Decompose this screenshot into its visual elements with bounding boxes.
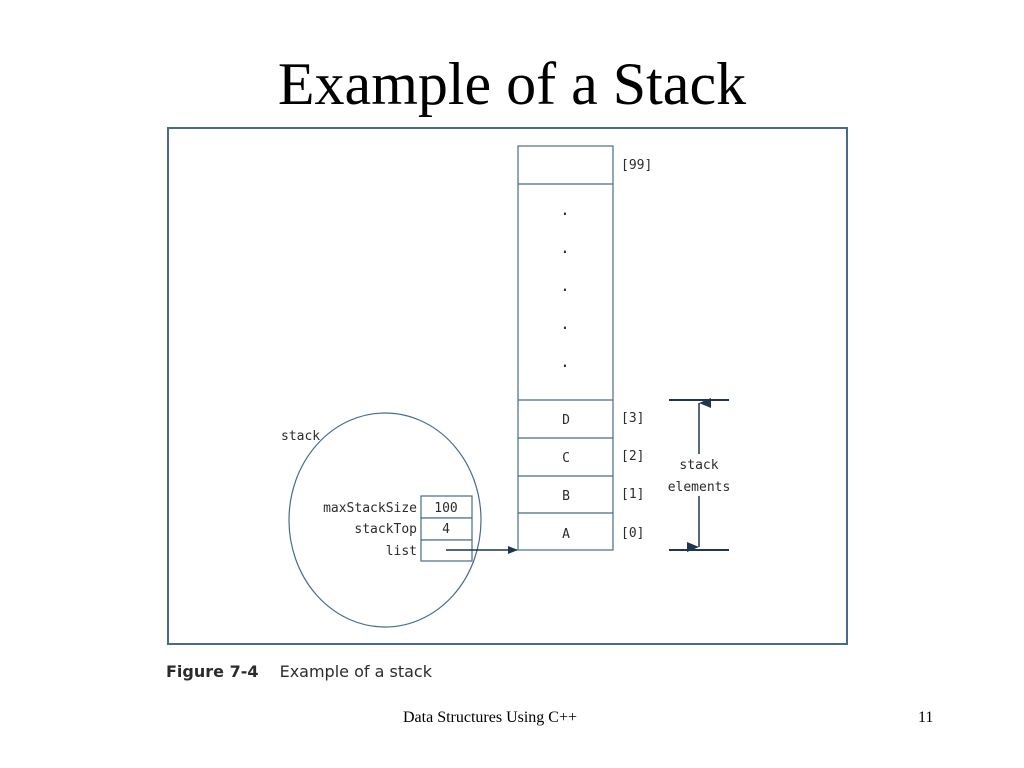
ellipsis-dot: .	[560, 352, 570, 371]
slide-page-number: 11	[918, 709, 934, 726]
ellipsis-dot: .	[560, 314, 570, 333]
field-value: 100	[434, 501, 457, 516]
field-name: maxStackSize	[323, 501, 417, 516]
array-index-label: [0]	[621, 526, 644, 541]
stack-elements-bracket: stack elements	[668, 398, 731, 552]
ellipsis-dot: .	[560, 276, 570, 295]
field-name: list	[386, 544, 417, 559]
figure-caption: Figure 7-4 Example of a stack	[166, 661, 432, 683]
array-cell-value: D	[562, 413, 570, 428]
array-index-label: [3]	[621, 411, 644, 426]
field-name: stackTop	[354, 522, 417, 537]
stack-elements-label: elements	[668, 480, 731, 495]
ellipsis-dot: .	[560, 238, 570, 257]
stack-diagram: [99] . . . . . D [3] C [2] B [1] A [0] s…	[281, 145, 731, 628]
ellipsis-dot: .	[560, 200, 570, 219]
figure-frame: [99] . . . . . D [3] C [2] B [1] A [0] s…	[167, 127, 848, 645]
slide-footer: Data Structures Using C++	[403, 709, 578, 726]
field-value: 4	[442, 522, 450, 537]
figure-number: Figure 7-4	[166, 662, 259, 681]
stack-object: stack maxStackSize 100 stackTop 4 list	[281, 412, 518, 628]
stack-object-circle	[288, 412, 482, 628]
stack-elements-label: stack	[679, 458, 718, 473]
array-index-label: [2]	[621, 449, 644, 464]
figure-caption-text: Example of a stack	[279, 662, 432, 681]
slide-title: Example of a Stack	[277, 51, 747, 117]
array-column: [99] . . . . . D [3] C [2] B [1] A [0]	[517, 145, 652, 551]
stack-object-label: stack	[281, 429, 320, 444]
array-index-label: [99]	[621, 158, 652, 173]
array-cell-value: C	[562, 451, 570, 466]
array-cell-value: B	[562, 489, 570, 504]
array-index-label: [1]	[621, 487, 644, 502]
array-outline	[517, 145, 614, 551]
array-cell-value: A	[562, 527, 570, 542]
